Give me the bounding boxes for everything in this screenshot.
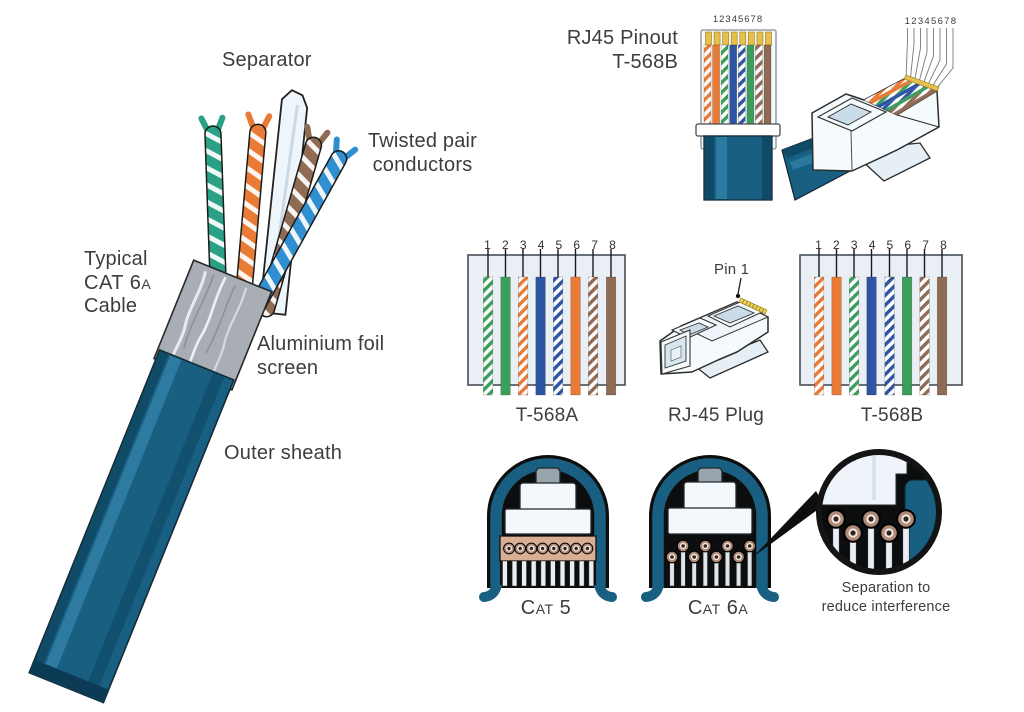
cat6a-cable-illustration — [28, 89, 359, 704]
wire — [703, 44, 712, 126]
rj45-front-view — [695, 29, 781, 201]
t568a-diagram — [467, 249, 626, 396]
wire — [813, 276, 825, 396]
cat6a-conductors — [665, 539, 757, 587]
foil-screen-label: Aluminium foil screen — [257, 333, 385, 379]
rj45-isometric-view — [781, 28, 954, 201]
gold-pin — [705, 31, 712, 46]
typical-cable-label: Typical CAT 6a Cable — [84, 248, 152, 318]
rj45-plug-label: RJ-45 Plug — [668, 405, 764, 426]
pinout-header: RJ45 Pinout T-568B — [566, 27, 678, 73]
pin1-dot — [735, 293, 741, 299]
pin1-label: Pin 1 — [714, 261, 750, 278]
cat6a-label: Cat 6a — [687, 597, 749, 619]
cat5-conductors — [503, 542, 594, 555]
t568a-label: T-568A — [515, 405, 579, 426]
cat5-cross-section — [479, 455, 617, 602]
separation-caption: Separation to reduce interference — [821, 580, 951, 616]
gold-pin-strip — [903, 74, 940, 92]
cat5-shell — [490, 458, 606, 588]
cat6a-cross-section — [641, 455, 824, 602]
cat5-pin-comb — [502, 560, 594, 587]
magnified-conductors — [826, 509, 916, 569]
rj45-plug-illustration — [659, 277, 770, 379]
magnifier-wedge — [753, 491, 824, 557]
twisted-pair-label: Twisted pair conductors — [367, 130, 478, 176]
t568b-label: T-568B — [860, 405, 924, 426]
t568a-box — [467, 254, 626, 386]
outer-sheath-label: Outer sheath — [224, 442, 343, 464]
orange-pair — [233, 111, 273, 321]
sheath-end-cap — [29, 659, 109, 703]
iso-view-pin-numbers: 12345678 — [904, 16, 958, 27]
pin1-leader-line — [737, 277, 742, 295]
cat6a-shell — [652, 458, 768, 588]
magnifier-detail — [816, 449, 942, 575]
t568b-diagram — [799, 249, 963, 396]
front-cable — [703, 135, 773, 201]
wire — [482, 276, 494, 396]
crimp-band — [695, 123, 781, 137]
front-view-pin-numbers: 12345678 — [712, 14, 764, 25]
t568b-box — [799, 254, 963, 386]
separator-label: Separator — [222, 49, 312, 71]
cat5-label: Cat 5 — [520, 597, 572, 619]
sheath-and-foil — [28, 259, 273, 704]
wire — [864, 79, 909, 102]
pin-fan-line — [905, 28, 908, 80]
